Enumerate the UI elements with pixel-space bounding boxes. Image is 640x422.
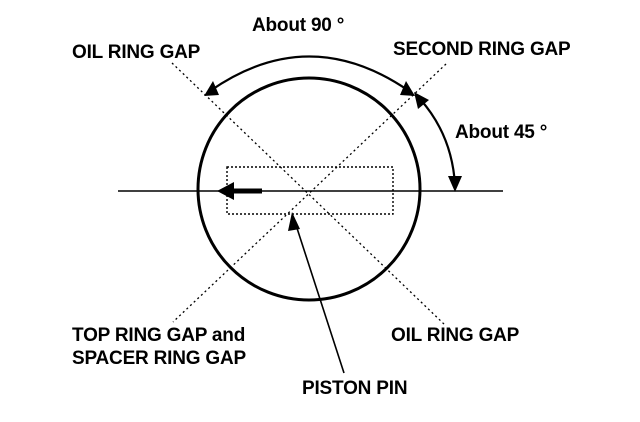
piston-pin-leader-arrowhead (288, 212, 300, 231)
diagonal-line-oil-top-ring (171, 62, 446, 326)
arc-about-90 (209, 55, 410, 92)
label-oil-ring-gap-top: OIL RING GAP (72, 42, 201, 63)
arc-about-90-arrowhead-right (400, 81, 415, 96)
label-oil-ring-gap-bottom: OIL RING GAP (391, 325, 520, 346)
diagonal-line-second-oil-ring (172, 63, 447, 323)
arc-about-45-arrowhead-top (414, 92, 429, 109)
label-about-90: About 90 ° (252, 15, 344, 36)
label-piston-pin: PISTON PIN (302, 378, 407, 399)
label-top-ring-gap-line2: SPACER RING GAP (72, 348, 247, 369)
label-top-ring-gap-line1: TOP RING GAP and (72, 325, 245, 346)
label-second-ring-gap: SECOND RING GAP (393, 39, 571, 60)
piston-pin-leader (294, 221, 345, 374)
piston-circle (196, 76, 422, 302)
arc-about-45-arrowhead-bottom (448, 176, 462, 192)
piston-pin-outline (226, 166, 394, 215)
pin-direction-arrowhead (217, 182, 234, 200)
label-about-45: About 45 ° (455, 122, 547, 143)
arc-about-45 (419, 98, 457, 186)
arc-about-90-arrowhead-left (204, 81, 219, 96)
